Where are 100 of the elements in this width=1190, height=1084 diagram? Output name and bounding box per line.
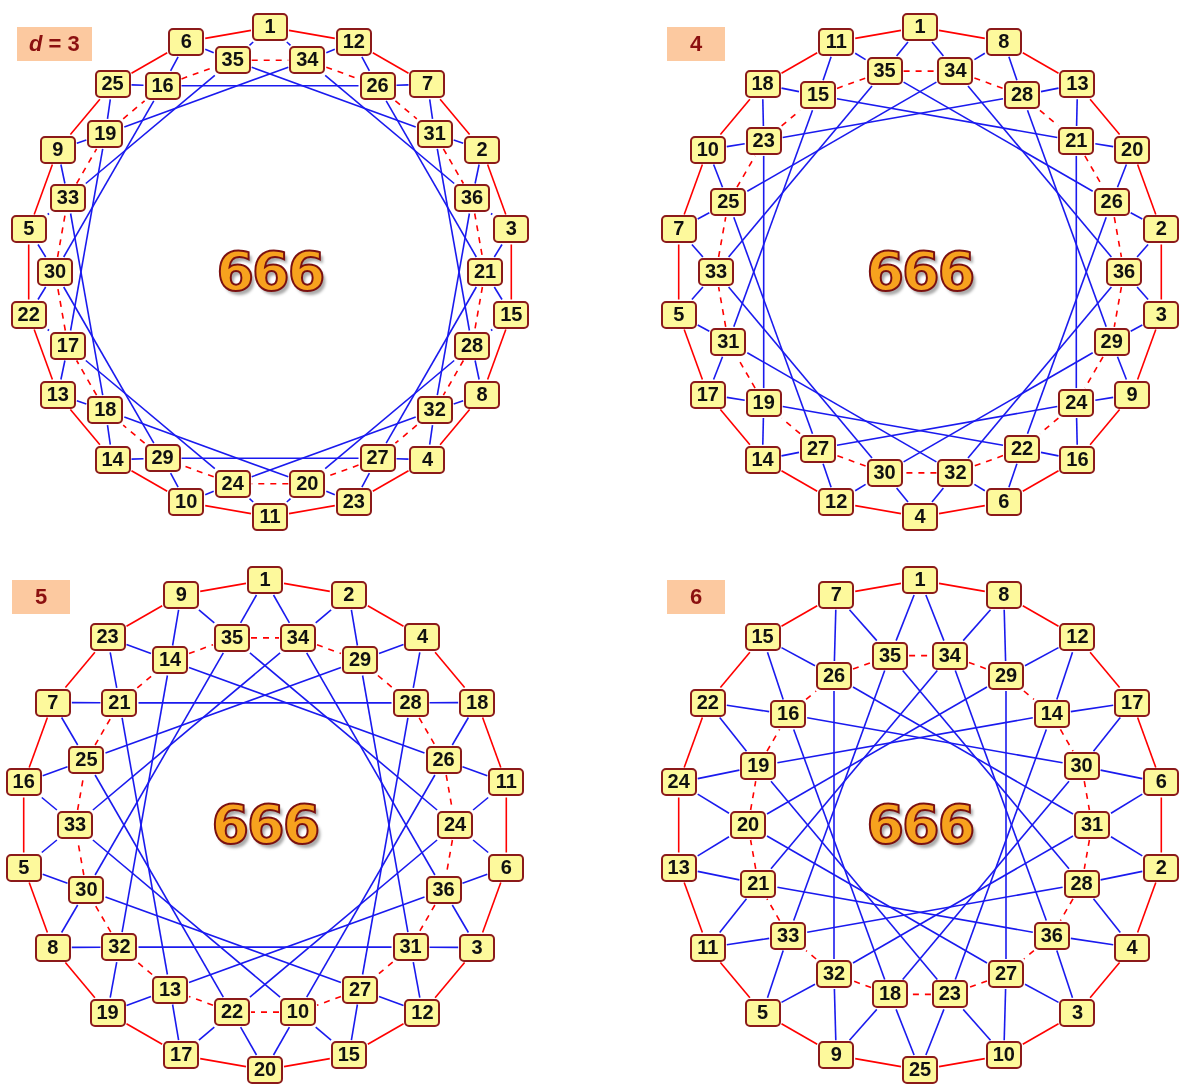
number-box: 7 bbox=[409, 70, 446, 99]
number-box: 24 bbox=[660, 768, 697, 797]
number-box: 21 bbox=[101, 688, 138, 717]
connector-line bbox=[125, 995, 152, 1007]
number-box: 3 bbox=[459, 933, 496, 962]
connector-line bbox=[1022, 604, 1060, 628]
number-box: 2 bbox=[464, 135, 501, 164]
dashed-line bbox=[852, 980, 872, 989]
connector-line bbox=[324, 74, 455, 185]
connector-line bbox=[171, 609, 180, 647]
number-box: 14 bbox=[152, 646, 188, 675]
connector-line bbox=[727, 85, 873, 258]
connector-line bbox=[350, 1003, 359, 1041]
number-box: 15 bbox=[493, 300, 530, 329]
connector-line bbox=[962, 1008, 992, 1041]
number-box: 2 bbox=[1143, 215, 1180, 244]
connector-line bbox=[1089, 651, 1121, 689]
connector-line bbox=[60, 716, 79, 746]
connector-line bbox=[180, 457, 360, 459]
number-box: 23 bbox=[89, 623, 126, 652]
dashed-line bbox=[766, 898, 781, 922]
connector-line bbox=[766, 651, 784, 701]
connector-line bbox=[719, 408, 751, 446]
connector-line bbox=[76, 400, 88, 405]
number-box: 28 bbox=[1004, 81, 1040, 110]
number-box: 12 bbox=[335, 27, 372, 56]
connector-line bbox=[199, 1057, 247, 1068]
connector-line bbox=[94, 652, 225, 876]
connector-line bbox=[248, 41, 254, 47]
number-box: 11 bbox=[488, 768, 525, 797]
connector-line bbox=[71, 701, 102, 704]
number-box: 17 bbox=[49, 331, 86, 360]
number-box: 11 bbox=[252, 503, 288, 531]
number-box: 34 bbox=[937, 57, 974, 86]
connector-line bbox=[925, 1008, 945, 1056]
connector-line bbox=[1116, 356, 1128, 381]
connector-line bbox=[746, 351, 938, 463]
number-box: 5 bbox=[744, 998, 781, 1027]
connector-line bbox=[250, 416, 417, 478]
dashed-line bbox=[442, 359, 465, 396]
number-box: 35 bbox=[214, 623, 250, 652]
connector-line bbox=[204, 490, 215, 496]
dashed-line bbox=[94, 717, 112, 746]
connector-line bbox=[1160, 796, 1163, 854]
connector-line bbox=[780, 604, 818, 628]
connector-line bbox=[973, 483, 986, 492]
number-box: 35 bbox=[866, 57, 903, 86]
connector-line bbox=[461, 873, 489, 884]
connector-line bbox=[428, 701, 459, 704]
dashed-line bbox=[377, 674, 394, 689]
number-box: 32 bbox=[416, 396, 453, 425]
number-box: 19 bbox=[740, 752, 777, 781]
connector-line bbox=[428, 424, 434, 446]
connector-line bbox=[746, 81, 938, 193]
connector-line bbox=[85, 74, 216, 185]
connector-line bbox=[781, 405, 1004, 447]
connector-line bbox=[1136, 328, 1157, 381]
connector-line bbox=[1116, 163, 1128, 188]
connector-line bbox=[854, 29, 902, 40]
connector-line bbox=[854, 582, 902, 593]
connector-line bbox=[28, 881, 49, 934]
connector-line bbox=[490, 212, 494, 216]
connector-line bbox=[1022, 1022, 1060, 1046]
connector-line bbox=[286, 41, 292, 47]
connector-line bbox=[954, 728, 1048, 981]
number-box: 8 bbox=[34, 933, 71, 962]
connector-line bbox=[895, 487, 909, 503]
connector-line bbox=[130, 458, 145, 460]
connector-line bbox=[451, 904, 470, 934]
dashed-line bbox=[94, 904, 112, 933]
number-box: 1 bbox=[902, 566, 938, 594]
number-box: 22 bbox=[689, 688, 726, 717]
number-box: 8 bbox=[985, 580, 1022, 609]
connector-line bbox=[199, 582, 247, 593]
connector-line bbox=[180, 85, 360, 87]
number-box: 28 bbox=[1063, 869, 1100, 898]
number-box: 33 bbox=[770, 921, 807, 950]
connector-line bbox=[121, 674, 169, 933]
number-box: 7 bbox=[34, 688, 71, 717]
dashed-line bbox=[56, 286, 67, 332]
connector-line bbox=[691, 286, 704, 301]
connector-line bbox=[283, 582, 331, 593]
connector-line bbox=[204, 29, 252, 40]
number-box: 22 bbox=[10, 300, 47, 329]
connector-line bbox=[493, 286, 503, 301]
connector-line bbox=[123, 66, 290, 128]
connector-line bbox=[62, 100, 155, 258]
connector-line bbox=[27, 243, 30, 301]
connector-line bbox=[33, 328, 54, 381]
number-box: 31 bbox=[710, 327, 747, 356]
dashed-line bbox=[75, 148, 98, 185]
number-box: 24 bbox=[1058, 389, 1095, 418]
connector-line bbox=[1129, 324, 1144, 333]
connector-line bbox=[1056, 651, 1074, 701]
center-number: 666 bbox=[216, 242, 324, 302]
dashed-line bbox=[836, 454, 867, 467]
connector-line bbox=[490, 328, 494, 332]
number-box: 26 bbox=[816, 662, 852, 691]
connector-line bbox=[361, 472, 371, 488]
dashed-line bbox=[1113, 216, 1123, 258]
